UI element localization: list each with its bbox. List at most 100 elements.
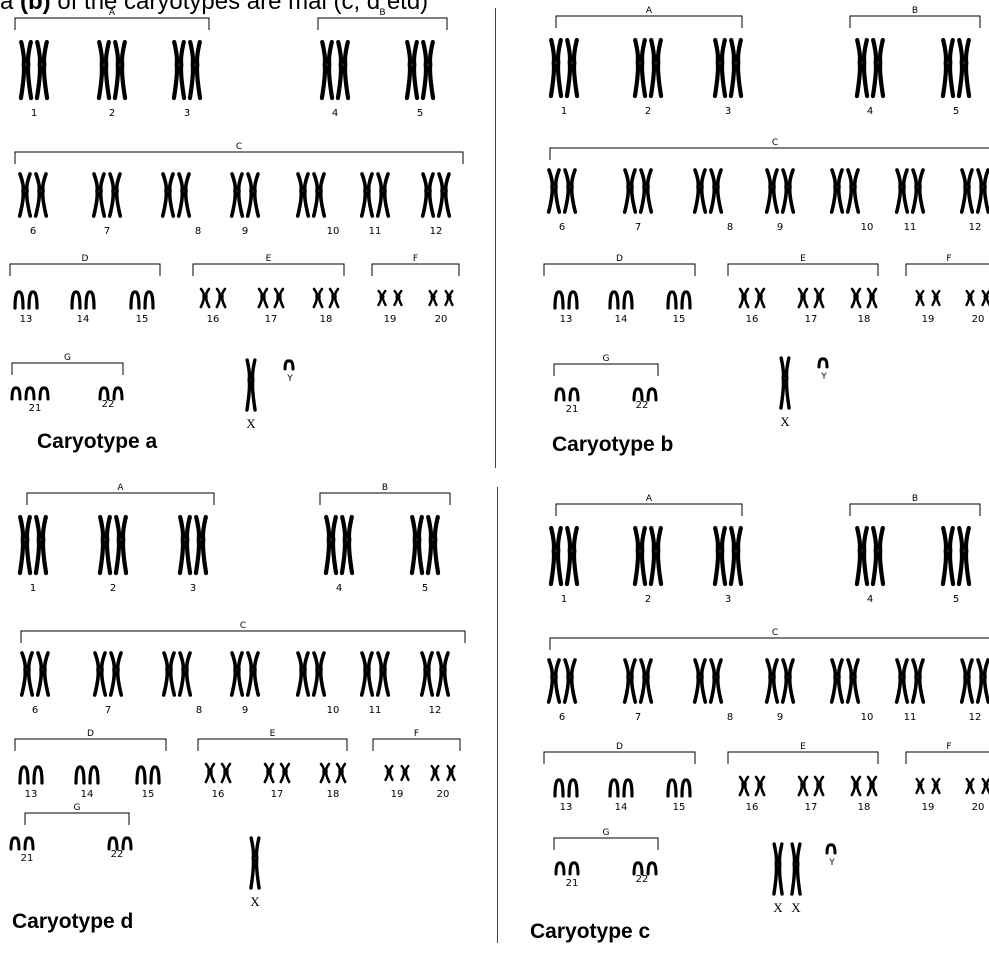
chromosome-number-21: 21 [566, 404, 579, 415]
chromosome-3-right [196, 517, 206, 573]
group-e-bracket [198, 739, 347, 751]
chromosome-21-copy-2 [26, 388, 34, 399]
chromosome-number-4: 4 [867, 106, 873, 117]
chromosome-17-left [799, 777, 807, 795]
group-d-bracket-label: D [616, 254, 623, 264]
chromosome-8-left [164, 653, 175, 695]
chromosome-number-17: 17 [805, 314, 818, 325]
karyotype-b-drawing: AB12345C6789101112DEF1314151617181920G21… [530, 2, 989, 472]
chromosome-22-left [109, 838, 117, 849]
chromosome-number-10: 10 [327, 705, 340, 716]
chromosome-6-right [36, 174, 47, 216]
chromosome-17-right [281, 764, 289, 782]
chromosome-22-left [634, 863, 642, 874]
chromosome-number-13: 13 [20, 314, 33, 325]
chromosome-11-right [378, 653, 389, 695]
chromosome-8-right [180, 653, 191, 695]
chromosome-number-18: 18 [327, 789, 340, 800]
chromosome-19-right [394, 291, 401, 305]
chromosome-number-17: 17 [805, 802, 818, 813]
chromosome-3-left [715, 40, 725, 96]
chromosome-15-right [145, 292, 153, 308]
group-b-bracket [850, 504, 980, 516]
chromosome-number-17: 17 [271, 789, 284, 800]
group-d-bracket-label: D [82, 254, 89, 264]
group-a-bracket-label: A [109, 8, 116, 18]
group-b-bracket [850, 16, 980, 28]
caryotype-d-panel: AB12345C6789101112DEF1314151617181920G21… [5, 473, 495, 943]
chromosome-number-19: 19 [384, 314, 397, 325]
chromosome-1-left [551, 528, 561, 584]
group-g-bracket [12, 363, 123, 375]
chromosome-18-left [852, 777, 860, 795]
chromosome-10-right [314, 653, 325, 695]
group-f-bracket-label: F [946, 254, 951, 264]
group-d-bracket [544, 264, 695, 276]
chromosome-number-15: 15 [136, 314, 149, 325]
chromosome-number-10: 10 [327, 226, 340, 237]
chromosome-20-right [445, 291, 452, 305]
chromosome-9-right [783, 660, 794, 702]
chromosome-9-right [248, 174, 259, 216]
chromosome-10-left [298, 174, 309, 216]
group-g-bracket [554, 838, 658, 850]
chromosome-12-right [439, 174, 450, 216]
chromosome-number-8: 8 [727, 222, 733, 233]
chromosome-2-right [651, 528, 661, 584]
group-a-bracket [556, 504, 742, 516]
chromosome-19-right [932, 779, 939, 793]
chromosome-13-right [569, 780, 577, 796]
chromosome-number-12: 12 [430, 226, 443, 237]
sex-label-y: Y [828, 858, 835, 868]
chromosome-number-20: 20 [435, 314, 448, 325]
chromosome-number-13: 13 [560, 314, 573, 325]
chromosome-11-right [913, 170, 924, 212]
chromosome-1-left [21, 42, 31, 98]
chromosome-number-16: 16 [746, 314, 759, 325]
chromosome-number-16: 16 [207, 314, 220, 325]
chromosome-number-3: 3 [725, 106, 731, 117]
chromosome-number-11: 11 [369, 705, 382, 716]
sex-label-x-1: X [250, 894, 260, 909]
chromosome-4-right [338, 42, 348, 98]
chromosome-4-right [873, 528, 883, 584]
chromosome-number-16: 16 [212, 789, 225, 800]
chromosome-17-right [815, 289, 823, 307]
group-f-bracket-label: F [414, 729, 419, 739]
chromosome-8-left [695, 660, 706, 702]
chromosome-9-left [767, 660, 778, 702]
chromosome-4-left [857, 528, 867, 584]
chromosome-number-20: 20 [972, 314, 985, 325]
chromosome-number-19: 19 [922, 314, 935, 325]
chromosome-number-3: 3 [725, 594, 731, 605]
chromosome-5-right [959, 528, 969, 584]
group-e-bracket-label: E [266, 254, 272, 264]
chromosome-number-12: 12 [969, 712, 982, 723]
chromosome-number-10: 10 [861, 712, 874, 723]
chromosome-18-left [314, 289, 322, 307]
chromosome-4-left [857, 40, 867, 96]
sex-label-x-2: X [791, 900, 801, 915]
chromosome-19-left [378, 291, 385, 305]
sex-label-y: Y [820, 372, 827, 382]
chromosome-number-1: 1 [561, 594, 567, 605]
group-a-bracket [27, 493, 214, 505]
chromosome-number-14: 14 [615, 802, 628, 813]
group-f-bracket-label: F [413, 254, 418, 264]
chromosome-21-copy-3 [40, 388, 48, 399]
chromosome-number-6: 6 [559, 222, 565, 233]
chromosome-16-right [217, 289, 225, 307]
karyotype-a-drawing: AB12345C6789101112DEF1314151617181920G21… [0, 0, 490, 470]
chromosome-number-14: 14 [81, 789, 94, 800]
chromosome-number-5: 5 [953, 594, 959, 605]
group-f-bracket-label: F [946, 742, 951, 752]
chromosome-1-right [37, 42, 47, 98]
chromosome-22-left [100, 388, 108, 399]
chromosome-14-left [610, 292, 618, 308]
chromosome-10-left [832, 170, 843, 212]
chromosome-number-19: 19 [391, 789, 404, 800]
chromosome-2-left [99, 42, 109, 98]
chromosome-number-7: 7 [635, 712, 641, 723]
chromosome-14-right [624, 292, 632, 308]
chromosome-number-3: 3 [190, 583, 196, 594]
